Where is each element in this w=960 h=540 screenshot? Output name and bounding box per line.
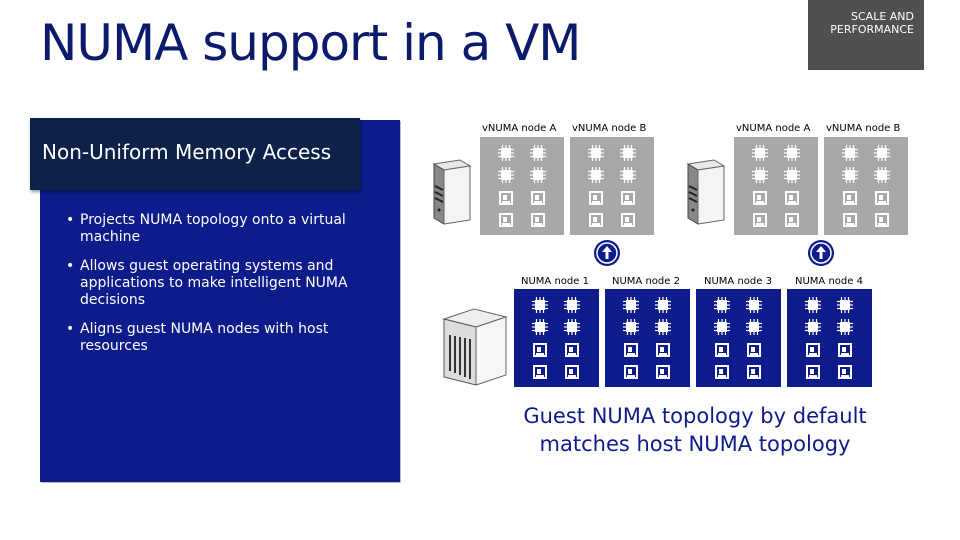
vnuma-label-1b: vNUMA node B: [572, 123, 647, 134]
host-label-2: NUMA node 2: [612, 276, 680, 287]
slide-title: NUMA support in a VM: [40, 14, 581, 72]
numa-node-box-1: [514, 289, 599, 387]
section-badge: SCALE AND PERFORMANCE: [808, 0, 924, 70]
vnuma-label-1a: vNUMA node A: [482, 123, 557, 134]
caption-line-1: Guest NUMA topology by default: [523, 404, 867, 428]
up-arrow-icon: [594, 240, 620, 266]
up-arrow-icon: [808, 240, 834, 266]
vnuma-box-1b: [570, 137, 654, 235]
vm-server-icon: [432, 159, 472, 225]
bullet-item: Allows guest operating systems and appli…: [62, 258, 372, 309]
bullet-item: Projects NUMA topology onto a virtual ma…: [62, 212, 372, 246]
panel-heading: Non-Uniform Memory Access: [42, 140, 332, 164]
vnuma-label-2b: vNUMA node B: [826, 123, 901, 134]
host-label-4: NUMA node 4: [795, 276, 863, 287]
numa-node-box-2: [605, 289, 690, 387]
panel-header: Non-Uniform Memory Access: [30, 118, 360, 190]
caption-line-2: matches host NUMA topology: [539, 432, 851, 456]
numa-node-box-4: [787, 289, 872, 387]
host-label-3: NUMA node 3: [704, 276, 772, 287]
host-server-icon: [442, 308, 508, 386]
bullet-list: Projects NUMA topology onto a virtual ma…: [62, 212, 372, 367]
vnuma-box-2a: [734, 137, 818, 235]
bullet-item: Aligns guest NUMA nodes with host resour…: [62, 321, 372, 355]
vm-server-icon: [686, 159, 726, 225]
host-label-1: NUMA node 1: [521, 276, 589, 287]
diagram-caption: Guest NUMA topology by default matches h…: [500, 402, 890, 458]
vnuma-label-2a: vNUMA node A: [736, 123, 811, 134]
vnuma-box-2b: [824, 137, 908, 235]
vnuma-box-1a: [480, 137, 564, 235]
numa-node-box-3: [696, 289, 781, 387]
